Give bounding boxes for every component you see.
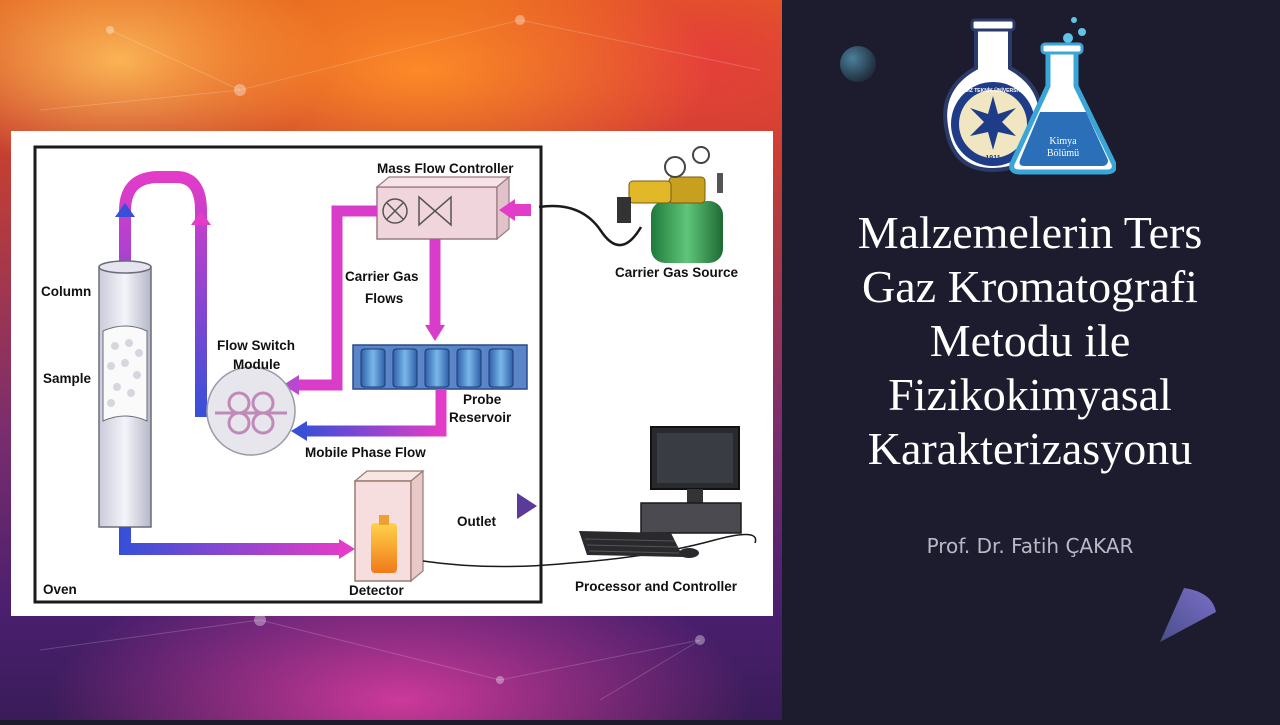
label-mobile-phase-flow: Mobile Phase Flow <box>305 445 426 460</box>
label-oven: Oven <box>43 582 77 597</box>
label-flow-switch-module-line2: Module <box>233 357 281 372</box>
title-line-1: Malzemelerin Ters <box>857 207 1203 258</box>
igc-diagram: Mass Flow Controller Carrier Gas Source … <box>33 145 757 604</box>
title-line-5: Karakterizasyonu <box>867 423 1193 474</box>
label-probe-reservoir-line1: Probe <box>463 392 502 407</box>
title-line-3: Metodu ile <box>929 315 1131 366</box>
carrier-gas-flow-line <box>293 205 377 391</box>
column-to-detector-flow <box>119 527 341 555</box>
logo-year: 1911 <box>985 155 1000 162</box>
label-flow-switch-module-line1: Flow Switch <box>217 338 295 353</box>
label-processor-and-controller: Processor and Controller <box>575 579 738 594</box>
logo-university-text: YILDIZ TEKNİK ÜNİVERSİTESİ <box>957 87 1030 94</box>
department-logo: 1911 YILDIZ TEKNİK ÜNİVERSİTESİ Kimya Bö… <box>943 17 1116 175</box>
label-carrier-gas-source: Carrier Gas Source <box>615 265 739 280</box>
label-carrier-gas-flows-line1: Carrier Gas <box>345 269 419 284</box>
computer-tower <box>640 502 742 534</box>
decorative-orb <box>840 46 876 82</box>
label-probe-reservoir-line2: Reservoir <box>449 410 512 425</box>
background-network-lines <box>39 15 761 701</box>
label-column: Column <box>41 284 91 299</box>
column-to-switch-flow <box>119 171 217 417</box>
label-outlet: Outlet <box>457 514 497 529</box>
author-name: Prof. Dr. Fatih ÇAKAR <box>926 534 1134 558</box>
decorative-cone <box>1160 588 1216 642</box>
label-mass-flow-controller: Mass Flow Controller <box>377 161 514 176</box>
oven-box <box>33 145 543 604</box>
igc-diagram-card: Mass Flow Controller Carrier Gas Source … <box>11 131 773 616</box>
carrier-gas-cylinder <box>651 201 723 263</box>
label-detector: Detector <box>349 583 405 598</box>
mobile-phase-flow-line <box>303 389 447 437</box>
title-line-2: Gaz Kromatografi <box>862 261 1198 312</box>
logo-department-line2: Bölümü <box>1047 148 1079 159</box>
label-sample: Sample <box>43 371 92 386</box>
title-line-4: Fizikokimyasal <box>888 369 1172 420</box>
logo-department-line1: Kimya <box>1049 136 1077 147</box>
flow-switch-module <box>206 366 296 456</box>
slide-title: Malzemelerin Ters Gaz Kromatografi Metod… <box>800 206 1260 476</box>
label-carrier-gas-flows-line2: Flows <box>365 291 403 306</box>
keyboard <box>579 531 683 557</box>
